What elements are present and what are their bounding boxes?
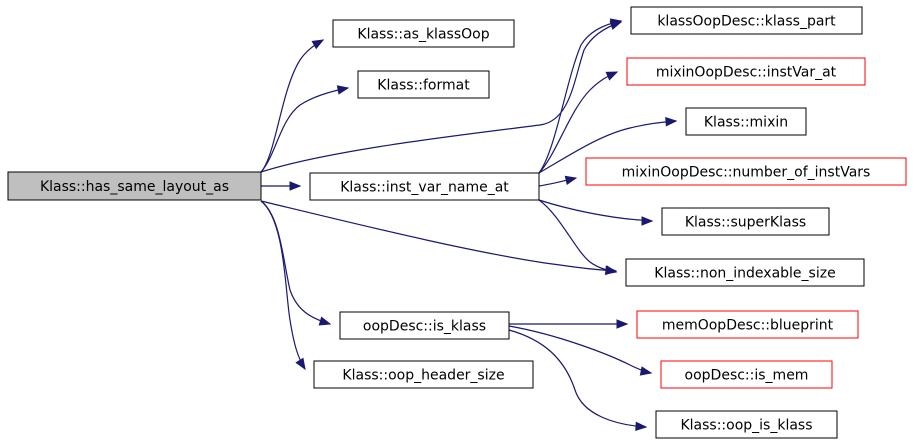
node-label: mixinOopDesc::instVar_at [656, 65, 837, 81]
arrowhead [295, 357, 306, 371]
node-label: Klass::has_same_layout_as [40, 179, 229, 195]
arrowhead [336, 85, 350, 95]
node-box[interactable] [313, 360, 534, 389]
edge-klass-has-same-layout-as-to-oopdesc-is-klass [260, 200, 332, 326]
arrowhead [665, 117, 678, 127]
edge-klass-inst-var-name-at-to-klassoopdesc-klass-part [538, 18, 623, 174]
node-label: Klass::oop_is_klass [680, 418, 812, 434]
arrowhead [616, 319, 629, 329]
edge-line [260, 200, 331, 325]
node-box[interactable] [661, 207, 830, 236]
node-box[interactable] [7, 171, 262, 201]
arrowhead [604, 265, 618, 275]
node-klass-mixin[interactable]: Klass::mixin [685, 107, 807, 136]
node-klass-oop-is-klass[interactable]: Klass::oop_is_klass [655, 410, 838, 439]
node-box[interactable] [660, 360, 833, 389]
node-label: oopDesc::is_mem [685, 368, 809, 384]
node-label: Klass::non_indexable_size [654, 266, 835, 282]
node-box[interactable] [332, 19, 515, 48]
edge-klass-has-same-layout-as-to-klass-oop-header-size [260, 200, 306, 371]
edge-klass-has-same-layout-as-to-klass-format [260, 85, 350, 173]
node-label: Klass::mixin [704, 115, 788, 131]
node-box[interactable] [685, 107, 807, 136]
node-box[interactable] [655, 410, 838, 439]
edge-klass-inst-var-name-at-to-klass-superklass [538, 199, 654, 226]
node-label: mixinOopDesc::number_of_instVars [622, 165, 871, 181]
node-box[interactable] [636, 310, 859, 339]
node-memoopdesc-blueprint[interactable]: memOopDesc::blueprint [636, 310, 859, 339]
node-klassoopdesc-klass-part[interactable]: klassOopDesc::klass_part [630, 6, 863, 35]
edge-line [260, 200, 617, 272]
node-klass-oop-header-size[interactable]: Klass::oop_header_size [313, 360, 534, 389]
edge-line [260, 21, 622, 173]
node-oopdesc-is-klass[interactable]: oopDesc::is_klass [339, 311, 510, 340]
node-label: Klass::superKlass [685, 215, 806, 231]
arrowhead [318, 316, 332, 326]
node-box[interactable] [626, 57, 866, 86]
node-label: oopDesc::is_klass [363, 319, 486, 335]
node-label: Klass::as_klassOop [357, 27, 489, 43]
edge-klass-inst-var-name-at-to-mixinoopdesc-number-of-instvars [538, 175, 578, 187]
edge-klass-has-same-layout-as-to-klass-inst-var-name-at [261, 181, 302, 191]
edge-line [260, 39, 324, 173]
node-klass-as-klassoop[interactable]: Klass::as_klassOop [332, 19, 515, 48]
edge-oopdesc-is-klass-to-oopdesc-is-mem [508, 325, 653, 376]
node-box[interactable] [625, 258, 865, 287]
node-box[interactable] [339, 311, 510, 340]
edge-klass-inst-var-name-at-to-klass-non-indexable-size [538, 199, 618, 275]
node-box[interactable] [309, 172, 540, 201]
node-label: klassOopDesc::klass_part [657, 14, 836, 30]
arrowhead [289, 181, 302, 191]
edge-line [260, 87, 349, 173]
arrowhead [639, 366, 653, 376]
node-oopdesc-is-mem[interactable]: oopDesc::is_mem [660, 360, 833, 389]
node-klass-superklass[interactable]: Klass::superKlass [661, 207, 830, 236]
call-graph-nodes: Klass::has_same_layout_as Klass::as_klass… [7, 6, 907, 439]
arrowhead [564, 175, 578, 185]
node-box[interactable] [630, 6, 863, 35]
arrowhead [635, 421, 648, 432]
call-graph-edges [260, 18, 678, 432]
edge-line [260, 200, 306, 370]
node-label: Klass::inst_var_name_at [340, 180, 509, 196]
node-klass-has-same-layout-as[interactable]: Klass::has_same_layout_as [7, 171, 262, 201]
node-klass-format[interactable]: Klass::format [357, 70, 490, 99]
edge-line [538, 20, 622, 174]
edge-line [538, 120, 677, 174]
node-klass-non-indexable-size[interactable]: Klass::non_indexable_size [625, 258, 865, 287]
node-box[interactable] [357, 70, 490, 99]
arrowhead [311, 39, 325, 50]
node-label: Klass::oop_header_size [342, 368, 504, 384]
arrowhead [609, 18, 623, 28]
node-mixinoopdesc-instvar-at[interactable]: mixinOopDesc::instVar_at [626, 57, 866, 86]
arrowhead [605, 71, 619, 81]
node-box[interactable] [585, 157, 907, 186]
node-label: memOopDesc::blueprint [662, 318, 834, 334]
node-label: Klass::format [377, 78, 470, 94]
node-mixinoopdesc-number-of-instvars[interactable]: mixinOopDesc::number_of_instVars [585, 157, 907, 186]
edge-klass-has-same-layout-as-to-klass-non-indexable-size [260, 200, 618, 276]
node-klass-inst-var-name-at[interactable]: Klass::inst_var_name_at [309, 172, 540, 201]
edge-klass-inst-var-name-at-to-klass-mixin [538, 117, 678, 174]
edge-klass-has-same-layout-as-to-klass-as-klassoop [260, 39, 325, 173]
arrowhead [641, 216, 654, 226]
edge-line [508, 329, 647, 428]
edge-oopdesc-is-klass-to-memoopdesc-blueprint [509, 319, 629, 329]
edge-oopdesc-is-klass-to-klass-oop-is-klass [508, 329, 648, 432]
edge-klass-inst-var-name-at-to-mixinoopdesc-instvar-at [538, 71, 619, 174]
